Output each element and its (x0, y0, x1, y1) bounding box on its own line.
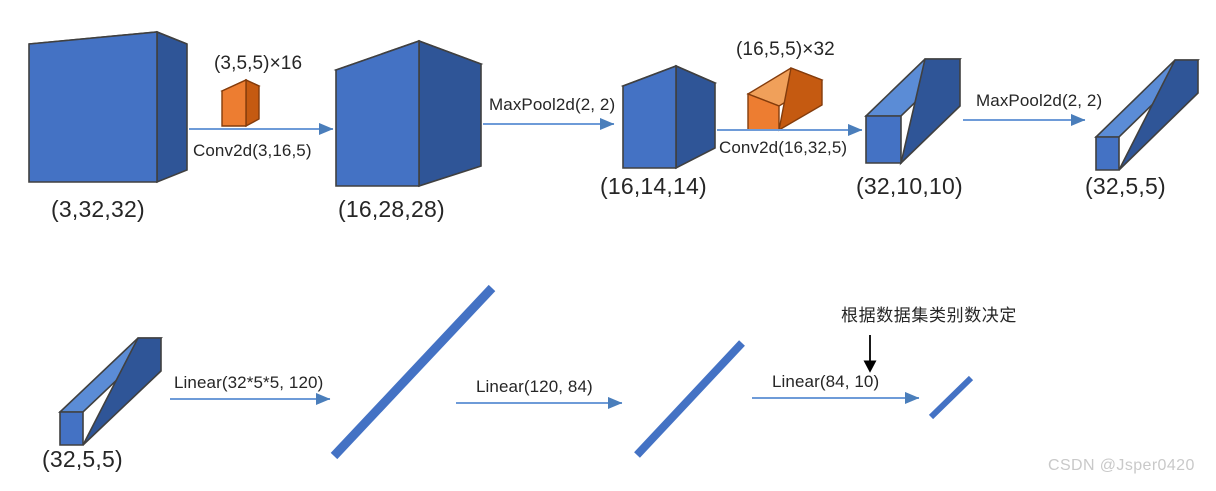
vector-fc2-output (634, 340, 745, 458)
kernel-label-conv1: (3,5,5)×16 (214, 53, 303, 74)
note-label-output-classes: 根据数据集类别数决定 (841, 306, 1017, 325)
op-label-pool2: MaxPool2d(2, 2) (976, 91, 1103, 110)
op-label-fc3: Linear(84, 10) (772, 372, 880, 391)
op-label-conv2: Conv2d(16,32,5) (719, 138, 848, 157)
op-label-fc2: Linear(120, 84) (476, 377, 593, 396)
block-pool2-output-volume (1094, 59, 1200, 171)
block-input-volume (28, 30, 188, 184)
op-label-conv1: Conv2d(3,16,5) (193, 141, 312, 160)
shape-label-conv1-output-volume: (16,28,28) (338, 196, 445, 222)
block-flatten-input-volume (57, 337, 164, 446)
shape-label-flatten-input-volume: (32,5,5) (42, 446, 123, 472)
kernel-conv1 (220, 78, 261, 128)
watermark: CSDN @Jsper0420 (1048, 457, 1195, 474)
shape-label-pool1-output-volume: (16,14,14) (600, 173, 707, 199)
kernel-conv2 (746, 67, 824, 132)
vector-fc1-output (330, 284, 496, 460)
vector-fc3-output (928, 375, 974, 420)
block-conv2-output-volume (864, 58, 962, 166)
kernel-label-conv2: (16,5,5)×32 (736, 39, 835, 60)
shape-label-conv2-output-volume: (32,10,10) (856, 173, 963, 199)
shape-label-input-volume: (3,32,32) (51, 196, 145, 222)
op-label-fc1: Linear(32*5*5, 120) (174, 373, 324, 392)
block-conv1-output-volume (333, 39, 484, 188)
block-pool1-output-volume (620, 64, 718, 170)
shape-label-pool2-output-volume: (32,5,5) (1085, 173, 1166, 199)
op-label-pool1: MaxPool2d(2, 2) (489, 95, 616, 114)
